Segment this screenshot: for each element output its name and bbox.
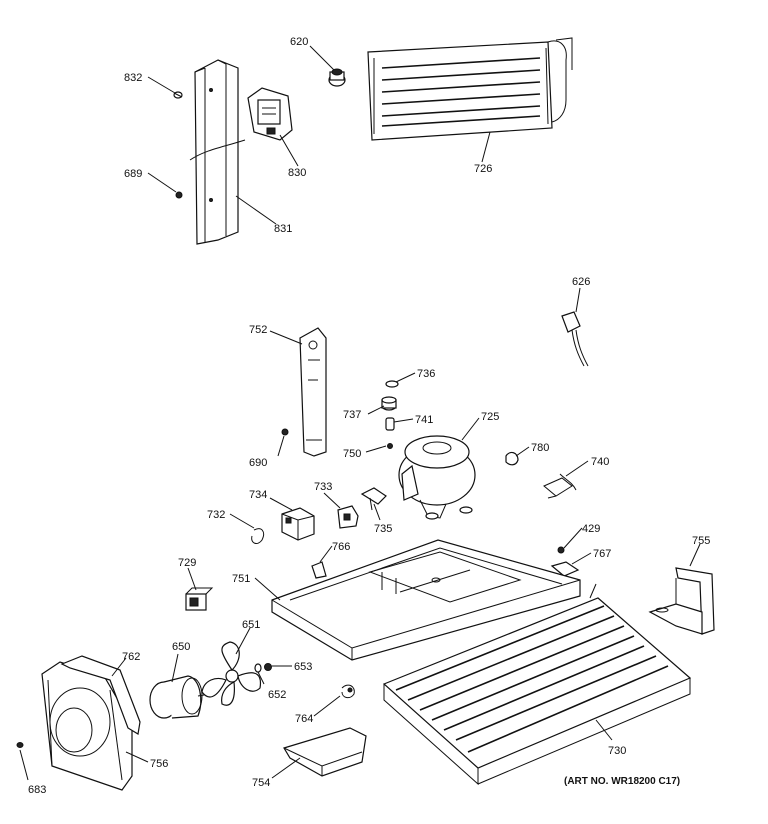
label-734: 734 [249, 489, 267, 501]
label-740: 740 [591, 456, 609, 468]
label-726: 726 [474, 163, 492, 175]
label-750: 750 [343, 448, 361, 460]
overload-733 [337, 505, 359, 529]
clip-764 [341, 684, 355, 699]
sleeve-741 [385, 417, 395, 431]
label-756: 756 [150, 758, 168, 770]
label-653: 653 [294, 661, 312, 673]
label-620: 620 [290, 36, 308, 48]
label-755: 755 [692, 535, 710, 547]
label-652: 652 [268, 689, 286, 701]
stud-750 [387, 443, 393, 449]
label-732: 732 [207, 509, 225, 521]
clip-780 [505, 451, 519, 466]
bracket-755 [648, 567, 715, 635]
label-626: 626 [572, 276, 590, 288]
clip-766 [311, 561, 327, 579]
label-650: 650 [172, 641, 190, 653]
harness-740 [543, 473, 577, 499]
condenser-730 [382, 583, 692, 786]
label-766: 766 [332, 541, 350, 553]
screw-429 [557, 546, 565, 554]
power-cord-626 [561, 311, 589, 367]
base-tray-751 [271, 539, 581, 661]
screw-683 [16, 742, 24, 748]
screw-832 [173, 91, 183, 99]
callout-labels: 832 620 830 726 689 831 626 752 736 737 … [28, 36, 710, 796]
art-number: (ART NO. WR18200 C17) [564, 776, 680, 787]
screw-690 [281, 428, 289, 436]
clip-736 [385, 380, 399, 388]
label-651: 651 [242, 619, 260, 631]
label-429: 429 [582, 523, 600, 535]
fan-blade-651 [201, 641, 262, 706]
label-729: 729 [178, 557, 196, 569]
label-832: 832 [124, 72, 142, 84]
label-683: 683 [28, 784, 46, 796]
label-733: 733 [314, 481, 332, 493]
label-767: 767 [593, 548, 611, 560]
screw-689 [175, 191, 183, 199]
label-780: 780 [531, 442, 549, 454]
bracket-752 [299, 327, 327, 457]
label-725: 725 [481, 411, 499, 423]
relay-734 [281, 507, 315, 541]
label-762: 762 [122, 651, 140, 663]
evaporator-726 [367, 37, 573, 141]
defrost-timer-830 [247, 87, 293, 141]
channel-bracket-831 [189, 59, 246, 245]
clip-732 [251, 528, 265, 544]
gasket-762 [60, 655, 141, 735]
cover-735 [360, 487, 387, 511]
thermostat-620 [328, 68, 346, 87]
label-736: 736 [417, 368, 435, 380]
label-764: 764 [295, 713, 313, 725]
label-737: 737 [343, 409, 361, 421]
label-752: 752 [249, 324, 267, 336]
label-690: 690 [249, 457, 267, 469]
capacitor-729 [185, 587, 214, 611]
grommet-737 [381, 396, 397, 411]
label-754: 754 [252, 777, 270, 789]
nut-653 [264, 663, 272, 671]
label-741: 741 [415, 414, 433, 426]
label-735: 735 [374, 523, 392, 535]
bracket-767 [550, 561, 580, 577]
label-830: 830 [288, 167, 306, 179]
fan-motor-650 [149, 675, 211, 719]
washer-652 [254, 663, 262, 673]
label-751: 751 [232, 573, 250, 585]
compressor-725 [398, 435, 476, 520]
drain-pan-754 [283, 727, 367, 777]
leader-lines [19, 45, 701, 781]
label-689: 689 [124, 168, 142, 180]
label-831: 831 [274, 223, 292, 235]
label-730: 730 [608, 745, 626, 757]
